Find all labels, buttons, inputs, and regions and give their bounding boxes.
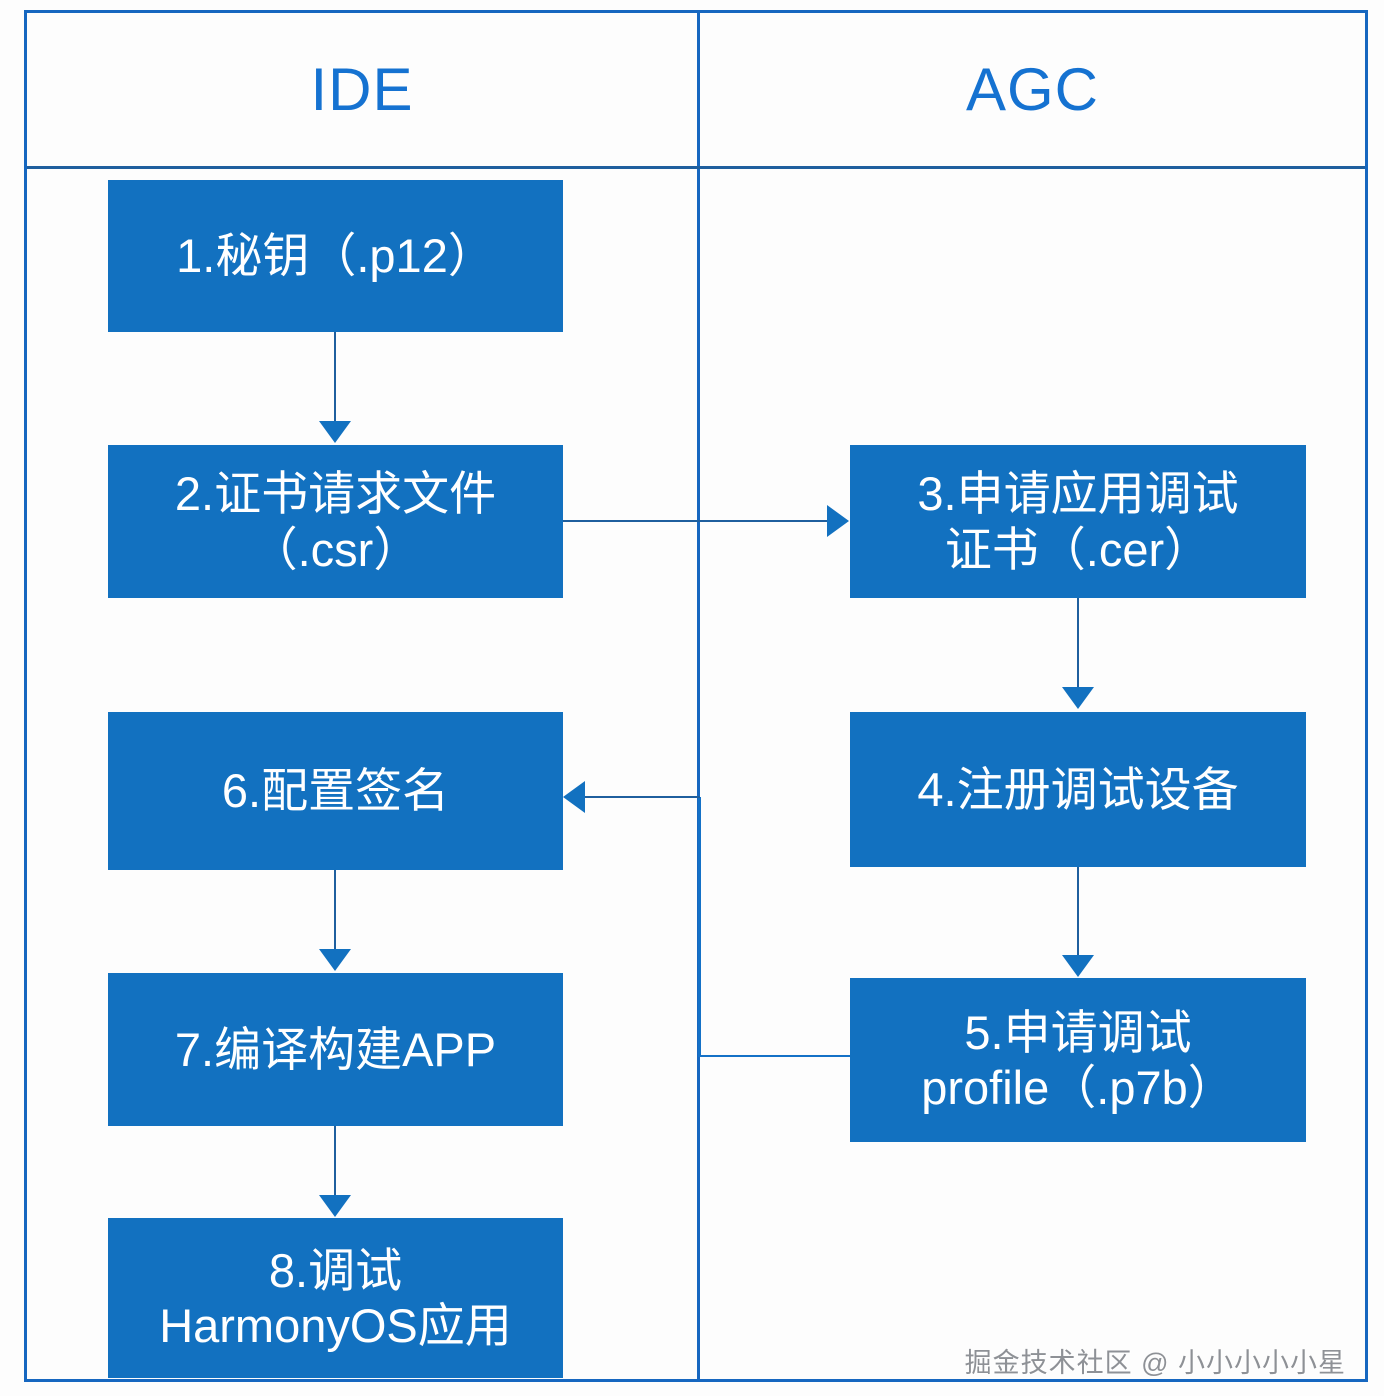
edge-5-to-6-segment-horizontal-lower bbox=[698, 1055, 850, 1057]
edge-6-to-7-arrowhead-icon bbox=[319, 949, 351, 971]
edge-3-to-4-arrowhead-icon bbox=[1062, 687, 1094, 709]
edge-5-to-6-segment-horizontal-upper bbox=[578, 796, 700, 798]
edge-5-to-6-arrowhead-icon bbox=[563, 781, 585, 813]
edge-3-to-4-line bbox=[1077, 598, 1079, 688]
lane-title-ide: IDE bbox=[310, 56, 414, 123]
lane-divider-vertical bbox=[697, 10, 700, 1382]
edge-5-to-6-segment-vertical bbox=[698, 797, 701, 1056]
node-6-configure-signature[interactable]: 6.配置签名 bbox=[108, 712, 563, 870]
node-1-key-p12[interactable]: 1.秘钥（.p12） bbox=[108, 180, 563, 332]
node-3-apply-debug-cert[interactable]: 3.申请应用调试 证书（.cer） bbox=[850, 445, 1306, 598]
node-4-register-debug-device[interactable]: 4.注册调试设备 bbox=[850, 712, 1306, 867]
lane-header-divider bbox=[27, 166, 1365, 169]
node-2-csr-file[interactable]: 2.证书请求文件 （.csr） bbox=[108, 445, 563, 598]
edge-4-to-5-arrowhead-icon bbox=[1062, 955, 1094, 977]
edge-7-to-8-line bbox=[334, 1126, 336, 1196]
edge-7-to-8-arrowhead-icon bbox=[319, 1195, 351, 1217]
edge-2-to-3-line bbox=[563, 520, 828, 522]
node-8-debug-harmonyos-app[interactable]: 8.调试 HarmonyOS应用 bbox=[108, 1218, 563, 1378]
edge-1-to-2-arrowhead-icon bbox=[319, 421, 351, 443]
node-5-apply-debug-profile[interactable]: 5.申请调试 profile（.p7b） bbox=[850, 978, 1306, 1142]
node-7-build-app[interactable]: 7.编译构建APP bbox=[108, 973, 563, 1126]
edge-1-to-2-line bbox=[334, 332, 336, 422]
edge-4-to-5-line bbox=[1077, 867, 1079, 956]
lane-title-agc: AGC bbox=[965, 56, 1100, 123]
watermark-text: 掘金技术社区 @ 小小小小小星 bbox=[964, 1348, 1346, 1378]
edge-6-to-7-line bbox=[334, 870, 336, 950]
edge-2-to-3-arrowhead-icon bbox=[827, 505, 849, 537]
